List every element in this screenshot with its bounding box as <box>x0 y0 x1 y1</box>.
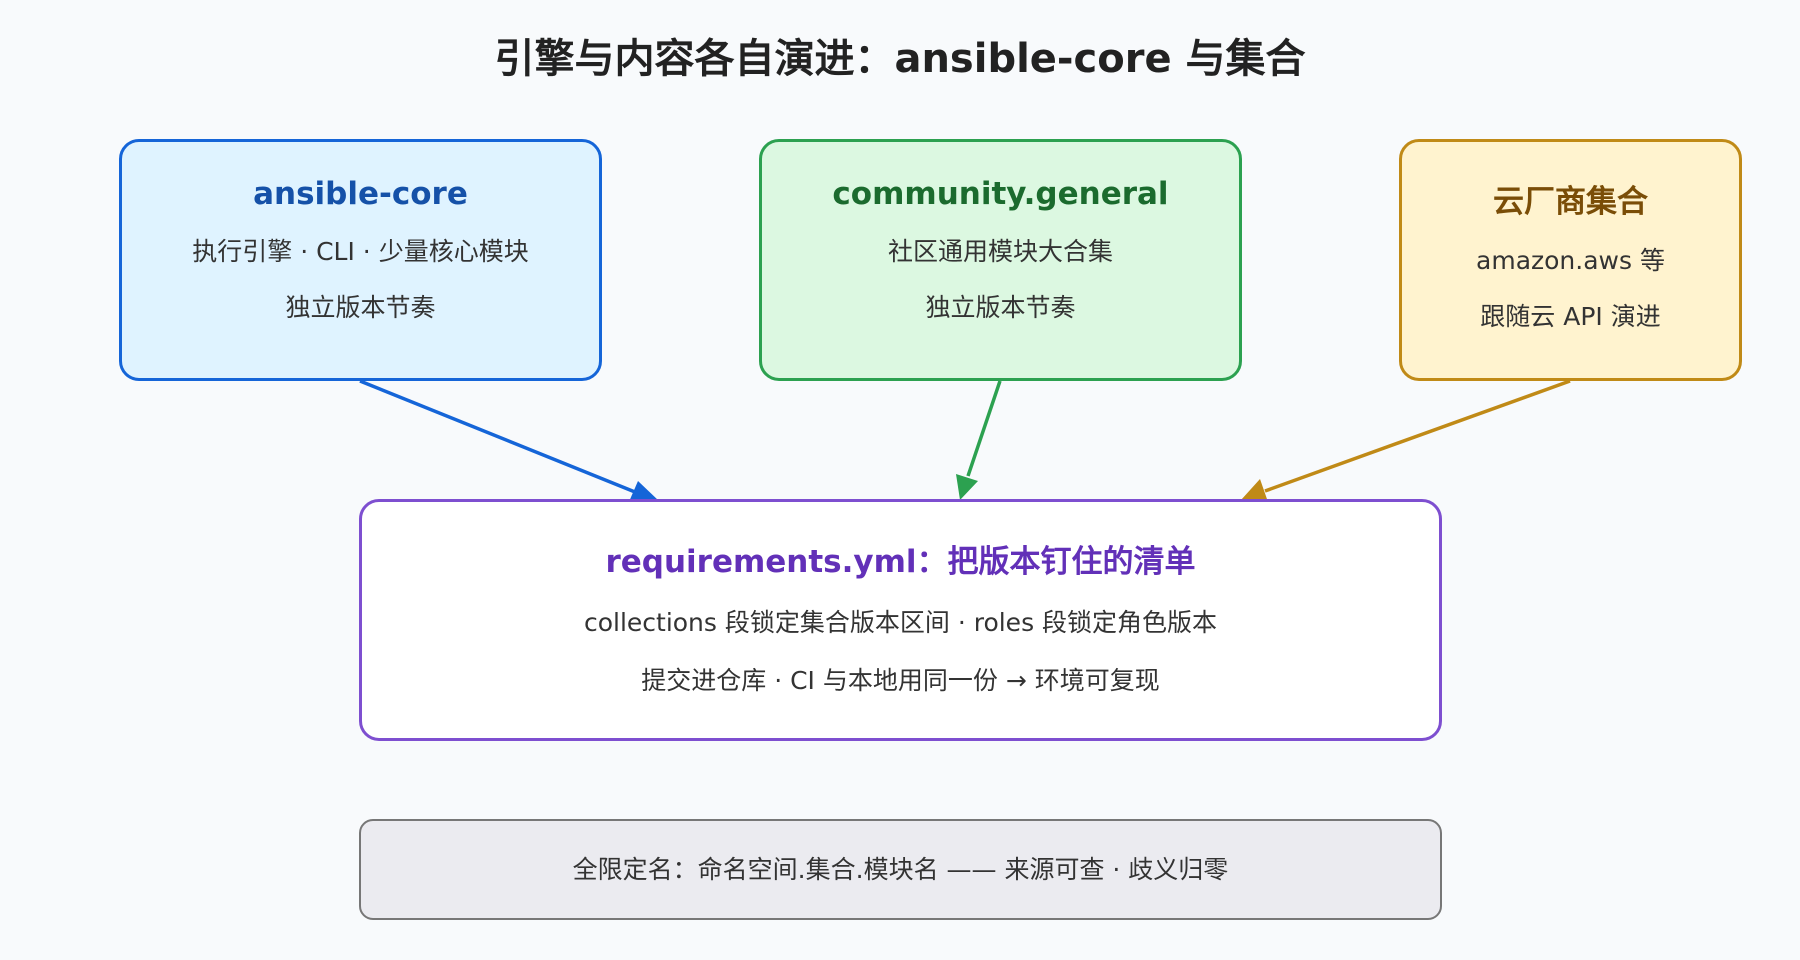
ansible-core-heading: ansible-core <box>253 176 468 212</box>
cloud-vendor-line-1: amazon.aws 等 <box>1476 246 1665 275</box>
requirements-yml-box: requirements.yml：把版本钉住的清单 collections 段锁… <box>359 499 1442 741</box>
arrow-core-to-requirements <box>359 379 659 504</box>
ansible-core-box: ansible-core 执行引擎 · CLI · 少量核心模块 独立版本节奏 <box>119 139 602 381</box>
requirements-heading: requirements.yml：把版本钉住的清单 <box>605 544 1196 580</box>
cloud-vendor-line-2: 跟随云 API 演进 <box>1480 302 1661 331</box>
community-general-line-2: 独立版本节奏 <box>925 293 1076 322</box>
arrow-cloud-to-requirements <box>1241 379 1571 502</box>
fqcn-note-box: 全限定名：命名空间.集合.模块名 —— 来源可查 · 歧义归零 <box>359 819 1442 920</box>
ansible-core-line-1: 执行引擎 · CLI · 少量核心模块 <box>192 237 529 266</box>
requirements-line-2: 提交进仓库 · CI 与本地用同一份 → 环境可复现 <box>641 666 1160 695</box>
cloud-vendor-heading: 云厂商集合 <box>1493 184 1648 220</box>
community-general-box: community.general 社区通用模块大合集 独立版本节奏 <box>759 139 1242 381</box>
diagram-title: 引擎与内容各自演进：ansible-core 与集合 <box>494 36 1306 82</box>
ansible-core-line-2: 独立版本节奏 <box>285 293 436 322</box>
community-general-heading: community.general <box>832 176 1169 212</box>
fqcn-note-text: 全限定名：命名空间.集合.模块名 —— 来源可查 · 歧义归零 <box>572 855 1229 884</box>
arrow-community-to-requirements <box>956 380 1002 500</box>
cloud-vendor-collections-box: 云厂商集合 amazon.aws 等 跟随云 API 演进 <box>1399 139 1742 381</box>
requirements-line-1: collections 段锁定集合版本区间 · roles 段锁定角色版本 <box>583 608 1218 637</box>
community-general-line-1: 社区通用模块大合集 <box>887 237 1113 266</box>
